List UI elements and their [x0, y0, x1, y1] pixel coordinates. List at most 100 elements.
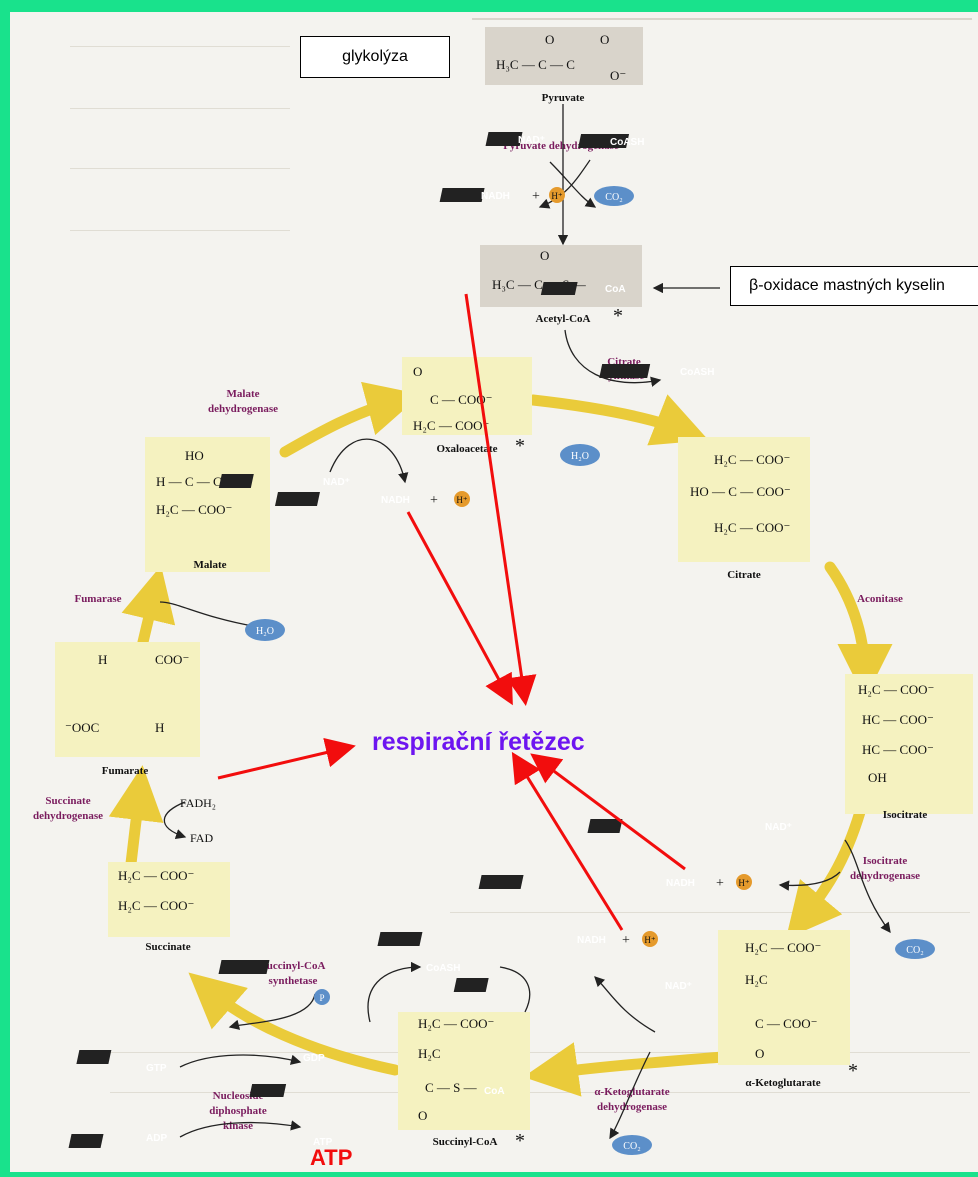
cofactor-nadh-malate: NADH	[274, 492, 410, 506]
cofactor-gdp: GDP	[76, 1050, 325, 1064]
svg-text:CoASH: CoASH	[426, 963, 460, 974]
svg-text:H₂O: H₂O	[256, 626, 274, 637]
cofactor-nad-isocitrate: NAD⁺	[587, 819, 792, 833]
glycolysis-label: glykolýza	[300, 36, 450, 78]
enzyme-ndp-kinase-2: diphosphate	[209, 1105, 267, 1117]
svg-text:H⁺: H⁺	[738, 878, 749, 888]
svg-text:HC — COO⁻: HC — COO⁻	[862, 742, 934, 757]
svg-text:HO: HO	[185, 448, 204, 463]
svg-text:NAD⁺: NAD⁺	[765, 822, 792, 833]
svg-text:HC — COO⁻: HC — COO⁻	[862, 712, 934, 727]
cofactor-coash-citrate: CoASH	[599, 364, 714, 378]
svg-text:ATP: ATP	[313, 1137, 333, 1148]
svg-text:H₂C — COO⁻: H₂C — COO⁻	[418, 1016, 494, 1031]
h2o-citrate: H₂O	[560, 444, 600, 466]
fadh2-label: FADH₂	[180, 796, 216, 810]
cofactor-nad-pyruvate: NAD⁺	[485, 132, 545, 146]
svg-text:GDP: GDP	[303, 1053, 325, 1064]
cofactor-nad-malate: NAD⁺	[218, 474, 350, 488]
cycle-arrows	[108, 381, 893, 1097]
cofactor-nadh-akg: NADH	[377, 932, 606, 946]
compound-acetyl-coa: Acetyl-CoA	[536, 313, 591, 325]
svg-text:H⁺: H⁺	[551, 191, 562, 201]
svg-text:NADH: NADH	[481, 191, 510, 202]
star-alpha-ketoglutarate: *	[848, 1060, 858, 1082]
compound-succinate: Succinate	[145, 941, 190, 953]
compound-alpha-ketoglutarate: α-Ketoglutarate	[745, 1077, 820, 1089]
star-acetyl-coa: *	[613, 305, 623, 327]
svg-text:OH: OH	[868, 770, 887, 785]
compound-oxaloacetate: Oxaloacetate	[436, 443, 497, 455]
svg-text:H₃C — C — C: H₃C — C — C	[496, 57, 575, 72]
enzyme-malate-dehydrogenase-1: Malate	[227, 388, 260, 400]
respiratory-chain-label: respirační řetězec	[372, 728, 585, 756]
enzyme-isocitrate-dehydrogenase-1: Isocitrate	[863, 855, 908, 867]
enzyme-succinate-dehydrogenase-2: dehydrogenase	[33, 810, 103, 822]
compound-pyruvate: Pyruvate	[542, 92, 585, 104]
compound-citrate: Citrate	[727, 569, 761, 581]
star-oxaloacetate: *	[515, 435, 525, 457]
red-arrows	[217, 293, 686, 931]
compound-boxes	[55, 27, 973, 1130]
cofactor-adp: ADP	[146, 1133, 167, 1144]
enzyme-succinyl-coa-synthetase-2: synthetase	[269, 975, 318, 987]
svg-text:CoASH: CoASH	[610, 137, 644, 148]
co2-akg: CO₂	[612, 1135, 652, 1155]
enzyme-fumarase: Fumarase	[74, 593, 121, 605]
beta-oxidation-label: β-oxidace mastných kyselin	[730, 266, 978, 306]
svg-text:NADH: NADH	[577, 935, 606, 946]
phosphate-ball: P	[314, 989, 330, 1005]
svg-text:H₂C — COO⁻: H₂C — COO⁻	[714, 452, 790, 467]
plus-isocitrate: +	[716, 876, 724, 891]
svg-text:CO₂: CO₂	[605, 192, 622, 203]
svg-text:H₂C — COO⁻: H₂C — COO⁻	[118, 898, 194, 913]
svg-text:O: O	[413, 364, 422, 379]
cofactor-nadh-isocitrate: NADH	[478, 875, 695, 889]
svg-text:GTP: GTP	[146, 1063, 167, 1074]
cofactor-atp-tag: ATP	[68, 1134, 333, 1148]
svg-text:H₂C — COO⁻: H₂C — COO⁻	[745, 940, 821, 955]
svg-text:HO — C — COO⁻: HO — C — COO⁻	[690, 484, 791, 499]
h2o-fumarase: H₂O	[245, 619, 285, 641]
svg-text:H₂C — COO⁻: H₂C — COO⁻	[413, 418, 489, 433]
svg-text:O: O	[545, 32, 554, 47]
enzyme-malate-dehydrogenase-2: dehydrogenase	[208, 403, 278, 415]
svg-text:H₂O: H₂O	[571, 451, 589, 462]
h-plus-pyruvate: H⁺	[549, 187, 565, 203]
svg-text:C — COO⁻: C — COO⁻	[755, 1016, 817, 1031]
svg-text:CoA: CoA	[484, 1086, 505, 1097]
svg-text:O: O	[540, 248, 549, 263]
compound-succinyl-coa: Succinyl-CoA	[433, 1136, 498, 1148]
svg-text:CoASH: CoASH	[680, 367, 714, 378]
svg-text:C — S —: C — S —	[425, 1080, 478, 1095]
svg-text:H₂C: H₂C	[745, 972, 768, 987]
cofactor-coa-acetyl: CoA	[540, 282, 626, 295]
h-plus-malate: H⁺	[454, 491, 470, 507]
enzyme-isocitrate-dehydrogenase-2: dehydrogenase	[850, 870, 920, 882]
compound-malate: Malate	[194, 559, 227, 571]
plus-pyruvate: +	[532, 189, 540, 204]
svg-text:H₂C — COO⁻: H₂C — COO⁻	[714, 520, 790, 535]
co2-isocitrate: CO₂	[895, 939, 935, 959]
plus-akg: +	[622, 933, 630, 948]
enzyme-aconitase: Aconitase	[857, 593, 903, 605]
svg-text:CO₂: CO₂	[906, 945, 923, 956]
svg-text:H₂C — COO⁻: H₂C — COO⁻	[858, 682, 934, 697]
svg-text:O: O	[418, 1108, 427, 1123]
compound-fumarate: Fumarate	[102, 765, 149, 777]
svg-text:O: O	[755, 1046, 764, 1061]
svg-text:NADH: NADH	[666, 878, 695, 889]
enzyme-succinate-dehydrogenase-1: Succinate	[45, 795, 90, 807]
h-plus-isocitrate: H⁺	[736, 874, 752, 890]
enzyme-akg-dehydrogenase-2: dehydrogenase	[597, 1101, 667, 1113]
svg-text:H₂C — COO⁻: H₂C — COO⁻	[156, 502, 232, 517]
plus-malate: +	[430, 493, 438, 508]
cofactor-nadh-pyruvate: NADH	[439, 188, 510, 202]
svg-text:C — COO⁻: C — COO⁻	[430, 392, 492, 407]
fad-label: FAD	[190, 831, 213, 845]
enzyme-succinyl-coa-synthetase-1: Succinyl-CoA	[261, 960, 326, 972]
svg-text:O: O	[600, 32, 609, 47]
svg-text:H⁺: H⁺	[456, 495, 467, 505]
